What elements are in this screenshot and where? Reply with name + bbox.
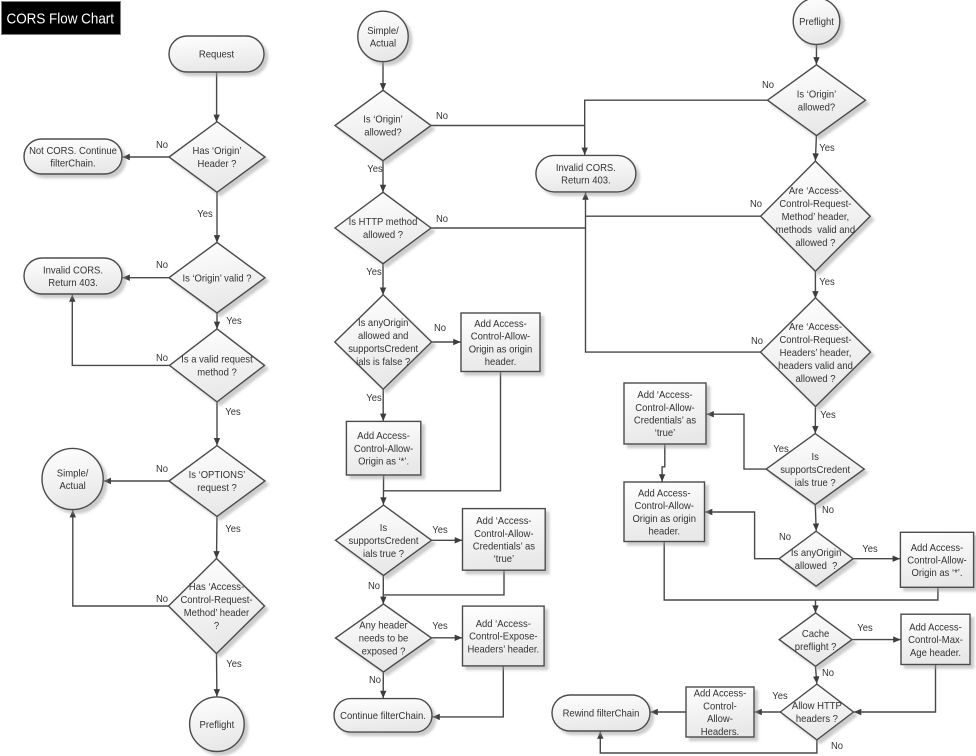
svg-text:Preflight: Preflight [799,17,834,28]
svg-text:No: No [750,199,762,210]
svg-text:No: No [436,111,448,122]
svg-text:No: No [156,353,168,364]
svg-text:No: No [762,80,774,91]
svg-text:CORS Flow Chart: CORS Flow Chart [7,11,115,28]
svg-text:Yes: Yes [366,267,381,278]
svg-text:Yes: Yes [819,277,834,288]
svg-text:Yes: Yes [225,524,240,535]
svg-text:Simple/Actual: Simple/Actual [367,26,399,50]
svg-text:No: No [822,668,834,679]
svg-text:No: No [436,214,448,225]
svg-text:Preflight: Preflight [200,720,235,731]
svg-text:Add Access-Control-Allow-Heade: Add Access-Control-Allow-Headers. [694,689,747,738]
svg-text:No: No [156,594,168,605]
svg-text:Invalid CORS.Return 403.: Invalid CORS.Return 403. [556,163,616,187]
svg-text:Yes: Yes [225,407,240,418]
svg-text:Yes: Yes [367,164,382,175]
svg-text:No: No [156,260,168,271]
svg-text:Invalid CORS.Return 403.: Invalid CORS.Return 403. [43,265,103,289]
svg-text:Yes: Yes [772,691,787,702]
svg-text:Add ‘Access-Control-Allow-Cred: Add ‘Access-Control-Allow-Credentials’ a… [473,516,535,565]
svg-text:Is ‘OPTIONS’request ?: Is ‘OPTIONS’request ? [189,470,246,494]
svg-text:Yes: Yes [197,209,212,220]
svg-text:Has ‘Origin’Header ?: Has ‘Origin’Header ? [193,146,242,170]
svg-text:Add ‘Access-Control-Allow-Cred: Add ‘Access-Control-Allow-Credentials’ a… [634,390,696,439]
svg-text:Is ‘Origin’allowed?: Is ‘Origin’allowed? [797,89,836,113]
svg-text:Add ‘Access-Control-Expose-Hea: Add ‘Access-Control-Expose-Headers’ head… [467,619,539,655]
svg-text:Are ‘Access-Control-Request-He: Are ‘Access-Control-Request-Headers’ hea… [778,322,853,385]
svg-text:Yes: Yes [857,623,872,634]
svg-text:Add Access-Control-Max-Age hea: Add Access-Control-Max-Age header. [908,622,963,658]
svg-text:No: No [368,581,380,592]
svg-text:Yes: Yes [820,410,835,421]
svg-text:Add Access-Control-Allow-Origi: Add Access-Control-Allow-Origin as ‘*’. [354,431,413,467]
svg-text:Simple/Actual: Simple/Actual [57,468,89,492]
svg-text:Yes: Yes [432,621,447,632]
svg-text:No: No [156,464,168,475]
svg-text:Add Access-Control-Allow-Origi: Add Access-Control-Allow-Origin as origi… [469,319,533,368]
svg-text:Yes: Yes [226,316,241,327]
svg-text:Yes: Yes [862,544,877,555]
svg-text:Continue filterChain.: Continue filterChain. [340,711,426,722]
svg-text:Yes: Yes [773,444,788,455]
svg-text:No: No [779,532,791,543]
svg-text:No: No [831,741,843,752]
svg-text:No: No [369,675,381,686]
svg-text:Has ‘Access-Control-Request-Me: Has ‘Access-Control-Request-Method’ head… [180,582,252,632]
svg-text:Request: Request [199,50,234,61]
svg-text:Yes: Yes [366,393,381,404]
svg-text:Are ‘Access-Control-Request-Me: Are ‘Access-Control-Request-Method’ head… [776,186,856,249]
svg-text:No: No [822,505,834,516]
svg-text:No: No [751,336,763,347]
svg-text:Yes: Yes [819,143,834,154]
svg-text:Yes: Yes [226,659,241,670]
svg-text:No: No [156,140,168,151]
svg-text:Is ‘Origin’allowed?: Is ‘Origin’allowed? [363,115,402,139]
svg-text:No: No [434,323,446,334]
svg-text:Add Access-Control-Allow-Origi: Add Access-Control-Allow-Origin as ‘*’. [907,543,966,579]
svg-text:Add Access-Control-Allow-Origi: Add Access-Control-Allow-Origin as origi… [632,488,696,537]
svg-text:Yes: Yes [432,525,447,536]
svg-text:Is ‘Origin’ valid ?: Is ‘Origin’ valid ? [182,273,251,284]
svg-text:Rewind filterChain: Rewind filterChain [563,709,640,720]
